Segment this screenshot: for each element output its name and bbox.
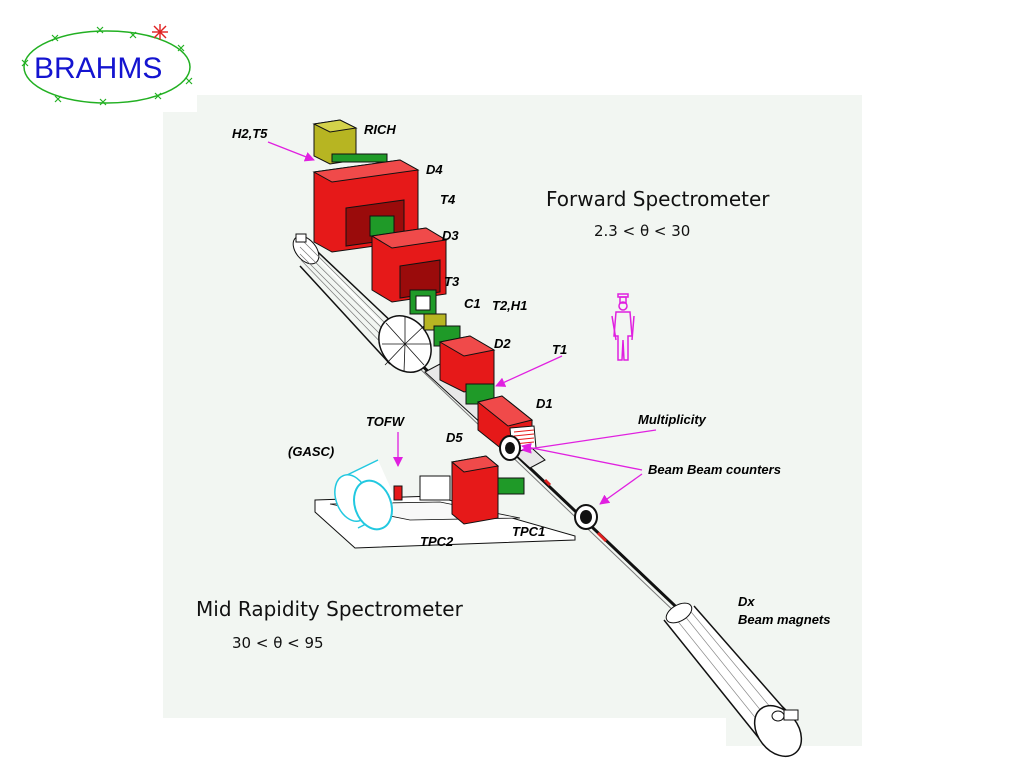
arrow-bbc-1: [521, 442, 643, 471]
mid-rapidity-title: Mid Rapidity Spectrometer: [196, 597, 464, 621]
label-h2t5: H2,T5: [232, 126, 268, 141]
gasc-detector: [334, 459, 396, 531]
label-tpc1: TPC1: [512, 524, 545, 539]
label-d3: D3: [442, 228, 459, 243]
star-icon: [152, 24, 168, 40]
arrow-multiplicity: [521, 429, 657, 454]
label-bbc: Beam Beam counters: [648, 462, 781, 477]
mid-angle-range: 30 < θ < 95: [232, 634, 324, 652]
tpc2-detector: [419, 475, 451, 501]
arrow-bbc-2: [599, 473, 643, 505]
label-tpc2: TPC2: [420, 534, 454, 549]
pointer-arrows: [267, 141, 657, 505]
beam-beam-counter: [574, 504, 598, 530]
forward-angle-range: 2.3 < θ < 30: [594, 222, 690, 240]
tpc1-detector: [497, 477, 525, 495]
label-rich: RICH: [364, 122, 396, 137]
d1-magnet: [476, 395, 537, 455]
d2-magnet: [438, 335, 496, 393]
label-t2h1: T2,H1: [492, 298, 527, 313]
label-d4: D4: [426, 162, 443, 177]
dx-beam-magnet: [663, 602, 803, 758]
label-tofw: TOFW: [366, 414, 406, 429]
arrow-t1: [495, 355, 563, 387]
label-t1: T1: [552, 342, 567, 357]
label-gasc: (GASC): [288, 444, 334, 459]
t3-detector: [409, 289, 437, 315]
label-t3: T3: [444, 274, 460, 289]
label-multiplicity: Multiplicity: [638, 412, 707, 427]
brahms-logo: BRAHMS: [21, 24, 193, 106]
label-d5: D5: [446, 430, 463, 445]
label-d2: D2: [494, 336, 511, 351]
logo-text: BRAHMS: [34, 52, 162, 85]
label-c1: C1: [464, 296, 481, 311]
d3-magnet: [370, 227, 448, 303]
forward-spectrometer-title: Forward Spectrometer: [546, 187, 770, 211]
arrow-h2t5: [267, 141, 315, 162]
multiplicity-detector: [499, 435, 521, 461]
label-t4: T4: [440, 192, 456, 207]
human-scale-figure: [611, 293, 635, 361]
upper-beam-magnet: [292, 233, 432, 373]
label-d1: D1: [536, 396, 553, 411]
label-beam-magnets: Beam magnets: [738, 612, 830, 627]
tofw-detector: [393, 485, 403, 501]
d5-magnet: [450, 455, 500, 525]
label-dx: Dx: [738, 594, 755, 609]
